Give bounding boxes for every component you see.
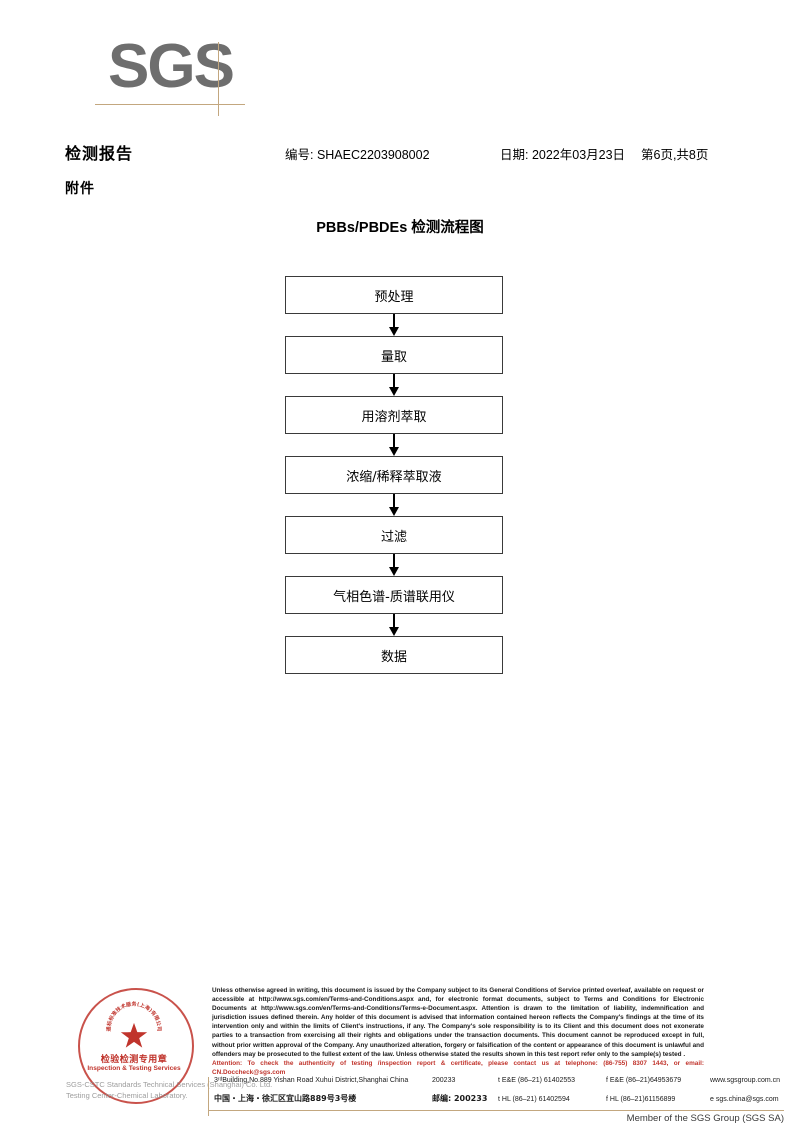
arrow-head: [389, 387, 399, 396]
arrow-head: [389, 627, 399, 636]
flow-arrow-5: [285, 554, 503, 576]
report-date: 日期: 2022年03月23日: [500, 148, 626, 162]
arrow-shaft: [393, 434, 395, 449]
flow-step-1: 预处理: [285, 276, 503, 314]
sgs-group-member-line: Member of the SGS Group (SGS SA): [626, 1113, 784, 1124]
seal-en-label: Inspection & Testing Services: [87, 1065, 181, 1072]
flow-arrow-3: [285, 434, 503, 456]
address-street-cn: 中国・上海・徐汇区宜山路889号3号楼: [214, 1094, 357, 1103]
logo-vertical-tick: [218, 42, 219, 116]
seal-cn-label: 检验检测专用章: [100, 1055, 168, 1065]
flow-step-2: 量取: [285, 336, 503, 374]
address-phone-cn: t HL (86–21) 61402594: [498, 1096, 570, 1103]
star-icon: [120, 1022, 148, 1048]
address-email[interactable]: e sgs.china@sgs.com: [710, 1096, 779, 1103]
arrow-head: [389, 567, 399, 576]
arrow-shaft: [393, 314, 395, 329]
address-website[interactable]: www.sgsgroup.com.cn: [710, 1077, 781, 1084]
arrow-head: [389, 447, 399, 456]
report-header: 检测报告 附件 编号: SHAEC2203908002 日期: 2022年03月…: [0, 140, 800, 200]
address-vertical-divider: [208, 1077, 209, 1110]
arrow-shaft: [393, 494, 395, 509]
address-fax-cn: f HL (86–21)61156899: [606, 1096, 676, 1103]
arrow-head: [389, 507, 399, 516]
page-indicator: 第6页,共8页: [641, 148, 709, 162]
attachment-label: 附件: [65, 181, 95, 197]
address-street-en: 3ʳᵈBuilding,No.889 Yishan Road Xuhui Dis…: [214, 1077, 409, 1084]
flow-arrow-4: [285, 494, 503, 516]
logo-horizontal-rule: [95, 104, 245, 105]
report-number: 编号: SHAEC2203908002: [285, 148, 430, 162]
flow-arrow-2: [285, 374, 503, 396]
sgs-logo-text: SGS: [108, 32, 235, 101]
flowchart-title: PBBs/PBDEs 检测流程图: [316, 220, 484, 236]
seal-watermark-line2: Testing Center-Chemical Laboratory.: [66, 1091, 188, 1100]
flow-step-3: 用溶剂萃取: [285, 396, 503, 434]
address-fax-en: f E&E (86–21)64953679: [606, 1077, 682, 1084]
seal-circle: [78, 988, 194, 1104]
legal-disclaimer: Unless otherwise agreed in writing, this…: [212, 986, 704, 1077]
flow-step-6: 气相色谱-质谱联用仪: [285, 576, 503, 614]
seal-watermark-line1: SGS-CSTC Standards Technical Services (S…: [66, 1080, 273, 1089]
address-phone-en: t E&E (86–21) 61402553: [498, 1077, 576, 1084]
address-block: 3ʳᵈBuilding,No.889 Yishan Road Xuhui Dis…: [214, 1077, 784, 1109]
company-seal: 通标标准技术服务(上海)有限公司 检验检测专用章 Inspection & Te…: [66, 988, 272, 1106]
page-title: 检测报告: [65, 144, 134, 163]
flow-step-7: 数据: [285, 636, 503, 674]
arrow-shaft: [393, 614, 395, 629]
address-postcode-cn: 邮编: 200233: [432, 1094, 488, 1103]
legal-paragraph: Unless otherwise agreed in writing, this…: [212, 987, 704, 1058]
address-row-en: 3ʳᵈBuilding,No.889 Yishan Road Xuhui Dis…: [214, 1077, 784, 1093]
arrow-head: [389, 327, 399, 336]
flow-step-5: 过滤: [285, 516, 503, 554]
arrow-shaft: [393, 554, 395, 569]
arrow-shaft: [393, 374, 395, 389]
footer-horizontal-rule: [208, 1110, 784, 1111]
flow-step-4: 浓缩/稀释萃取液: [285, 456, 503, 494]
flowchart: 预处理 量取 用溶剂萃取 浓缩/稀释萃取液 过滤 气相色谱-质谱联用仪 数据: [285, 276, 503, 674]
legal-attention-notice: Attention: To check the authenticity of …: [212, 1059, 704, 1076]
flow-arrow-6: [285, 614, 503, 636]
address-row-cn: 中国・上海・徐汇区宜山路889号3号楼 邮编: 200233 t HL (86–…: [214, 1093, 784, 1109]
address-postcode-en: 200233: [432, 1077, 456, 1084]
flow-arrow-1: [285, 314, 503, 336]
sgs-logo-block: SGS: [0, 0, 800, 130]
